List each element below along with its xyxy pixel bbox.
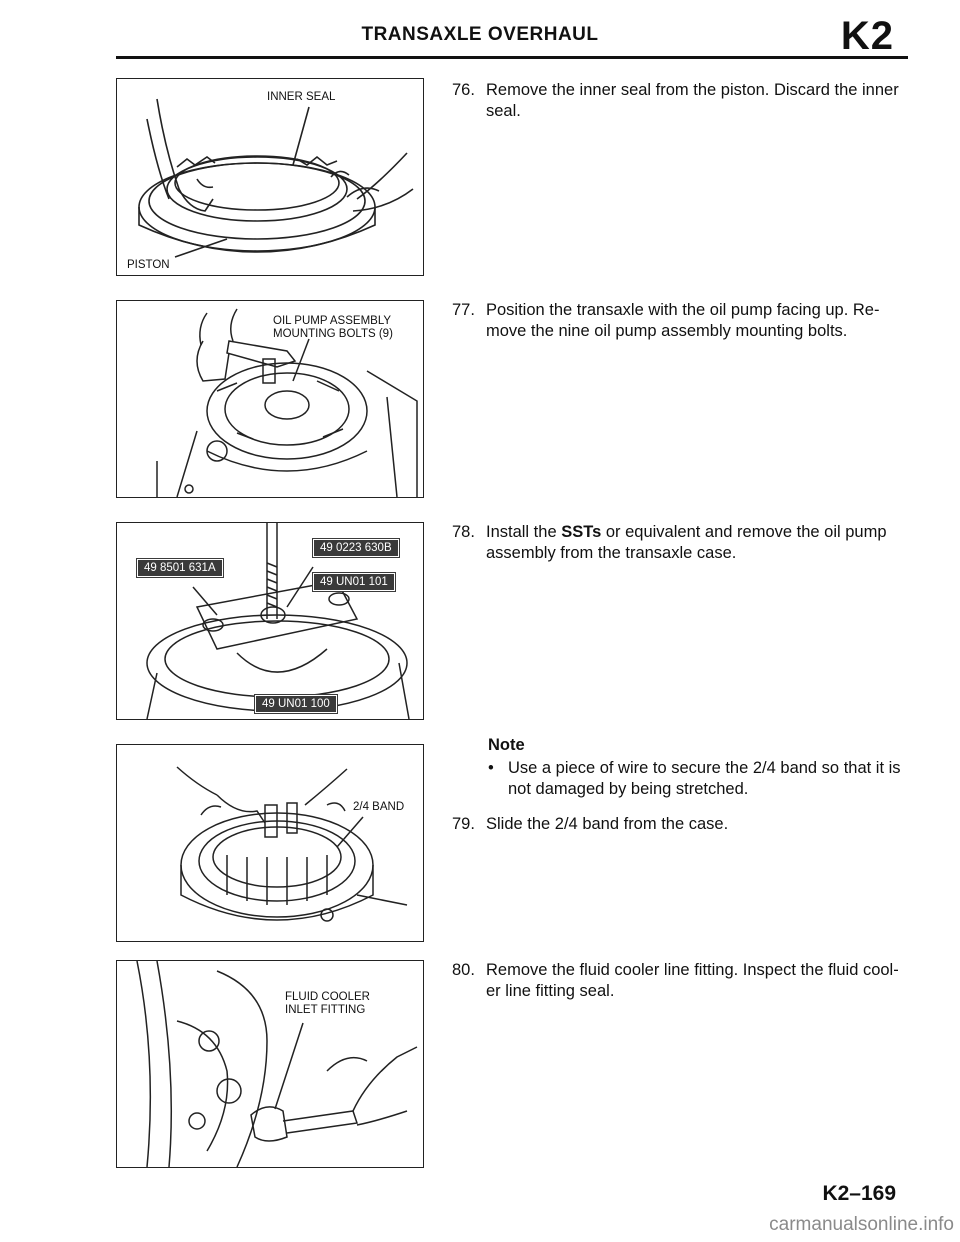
section-code: K2 [840,14,894,58]
step-79: 79. Slide the 2/4 band from the case. [452,814,904,835]
step-text: Install the SSTs or equivalent and remov… [486,523,887,562]
page-title: TRANSAXLE OVERHAUL [361,24,599,45]
note-title: Note [488,736,525,754]
sst-illustration [146,523,410,719]
step-number: 76. [452,81,475,99]
figure-fluid-cooler: FLUID COOLER INLET FITTING [116,960,424,1168]
header-divider [116,56,908,59]
note-text: Use a piece of wire to secure the 2/4 ba… [508,759,901,798]
mounting-bolts-label: OIL PUMP ASSEMBLY MOUNTING BOLTS (9) [273,315,393,340]
step-77: 77. Position the transaxle with the oil … [452,300,904,342]
step-text: Remove the fluid cooler line fitting. In… [486,961,899,1000]
step-80: 80. Remove the fluid cooler line fitting… [452,960,904,1002]
figure-sst-install: 49 0223 630B 49 8501 631A 49 UN01 101 49… [116,522,424,720]
step-76: 76. Remove the inner seal from the pisto… [452,80,904,122]
fluid-cooler-illustration [136,961,418,1167]
note-item: • Use a piece of wire to secure the 2/4 … [488,758,906,800]
band-illustration [176,766,408,922]
step-number: 79. [452,815,475,833]
piston-illustration [138,98,414,258]
figure-oil-pump-bolts: OIL PUMP ASSEMBLY MOUNTING BOLTS (9) [116,300,424,498]
sst-tag-49-0223-630b: 49 0223 630B [312,538,400,558]
step-number: 78. [452,523,475,541]
step-text: Position the transaxle with the oil pump… [486,301,880,340]
step-text: Remove the inner seal from the piston. D… [486,81,899,120]
figure-inner-seal: INNER SEAL PISTON [116,78,424,276]
figure-band: 2/4 BAND [116,744,424,942]
piston-label: PISTON [127,259,170,271]
step-number: 77. [452,301,475,319]
sst-tag-49-un01-100: 49 UN01 100 [254,694,338,714]
sst-tag-49-un01-101: 49 UN01 101 [312,572,396,592]
step-number: 80. [452,961,475,979]
step-78: 78. Install the SSTs or equivalent and r… [452,522,904,564]
watermark: carmanualsonline.info [769,1214,954,1235]
sst-tag-49-8501-631a: 49 8501 631A [136,558,224,578]
inner-seal-label: INNER SEAL [267,91,336,103]
fluid-cooler-label: FLUID COOLER INLET FITTING [285,991,370,1016]
bullet: • [488,759,494,777]
step-text: Slide the 2/4 band from the case. [486,815,729,833]
band-label: 2/4 BAND [353,801,405,813]
page-number: K2–169 [822,1182,896,1205]
oil-pump-illustration [156,308,418,497]
